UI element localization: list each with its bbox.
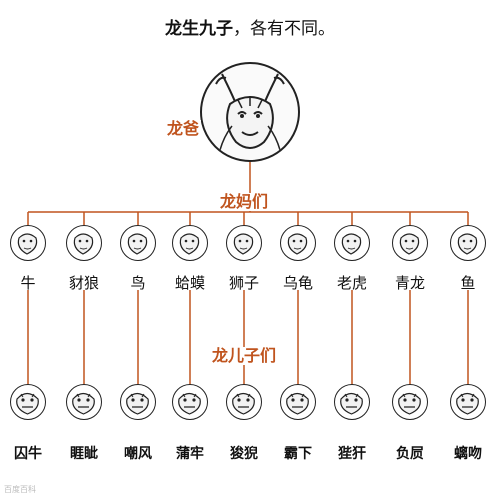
mother-name: 青龙: [394, 274, 425, 292]
title-rest: ，各有不同。: [233, 19, 335, 39]
son-name: 螭吻: [454, 446, 482, 462]
son-name: 霸下: [284, 446, 312, 462]
father-label: 龙爸: [165, 119, 202, 138]
son-name: 狴犴: [338, 446, 366, 462]
son-portrait-icon: [172, 384, 208, 420]
mother-name: 豺狼: [68, 274, 99, 292]
wolf-head-icon: [66, 225, 102, 261]
mother-name: 乌龟: [282, 274, 313, 292]
lion-head-icon: [226, 225, 262, 261]
son-portrait-icon: [392, 384, 428, 420]
son-portrait-icon: [450, 384, 486, 420]
mother-name: 鸟: [130, 274, 146, 292]
son-name: 负屃: [396, 446, 424, 462]
mother-name: 鱼: [460, 274, 476, 292]
toad-head-icon: [172, 225, 208, 261]
mother-name: 蛤蟆: [174, 274, 205, 292]
son-name: 囚牛: [14, 446, 42, 462]
bird-head-icon: [120, 225, 156, 261]
mother-name: 狮子: [228, 274, 259, 292]
son-name: 睚眦: [70, 446, 98, 462]
mothers-label: 龙妈们: [218, 192, 271, 211]
sons-label: 龙儿子们: [210, 346, 279, 365]
son-portrait-icon: [334, 384, 370, 420]
son-portrait-icon: [66, 384, 102, 420]
turtle-head-icon: [280, 225, 316, 261]
mother-name: 老虎: [336, 274, 367, 292]
son-name: 狻猊: [230, 446, 258, 462]
fish-head-icon: [450, 225, 486, 261]
son-portrait-icon: [120, 384, 156, 420]
dragon-father-portrait: [200, 62, 300, 162]
page-title: 龙生九子，各有不同。: [0, 14, 500, 39]
son-name: 嘲风: [124, 446, 152, 462]
son-portrait-icon: [10, 384, 46, 420]
title-bold: 龙生九子: [165, 19, 233, 39]
son-name: 蒲牢: [176, 446, 204, 462]
dragon-head-icon: [215, 73, 285, 151]
watermark-text: 百度百科: [4, 485, 36, 494]
tiger-head-icon: [334, 225, 370, 261]
mother-name: 牛: [20, 274, 36, 292]
son-portrait-icon: [280, 384, 316, 420]
dragon-head-icon: [392, 225, 428, 261]
son-portrait-icon: [226, 384, 262, 420]
ox-head-icon: [10, 225, 46, 261]
